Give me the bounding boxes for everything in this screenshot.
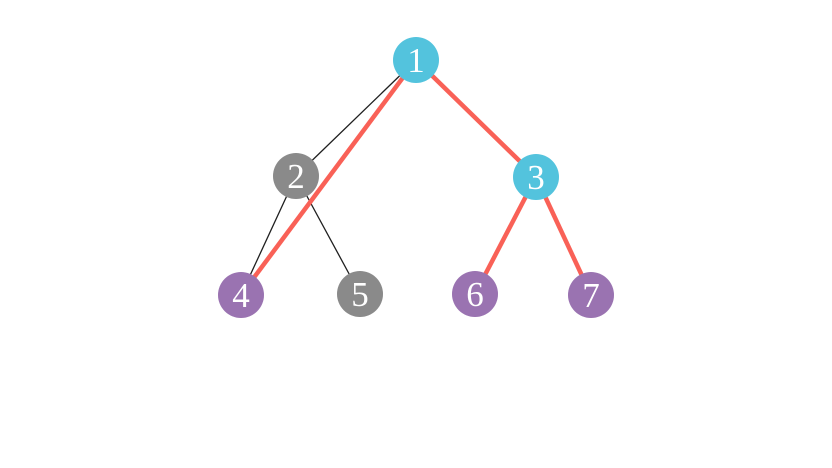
node-4-label: 4 [232, 276, 250, 315]
node-6-circle [452, 271, 498, 317]
edge-1-2 [295, 59, 417, 177]
edge-1-3-highlighted [414, 58, 538, 179]
node-1-circle [393, 37, 439, 83]
node-7-label: 7 [582, 276, 600, 315]
node-5: 5 [337, 271, 383, 317]
node-2-label: 2 [287, 157, 305, 196]
node-5-label: 5 [351, 275, 369, 314]
node-6: 6 [452, 271, 498, 317]
node-5-circle [337, 271, 383, 317]
node-3-circle [513, 154, 559, 200]
edge-1-4-highlighted [239, 58, 418, 297]
node-6-label: 6 [466, 275, 484, 314]
node-4-circle [218, 272, 264, 318]
node-3-label: 3 [527, 158, 545, 197]
node-1: 1 [393, 37, 439, 83]
node-1-label: 1 [407, 41, 425, 80]
node-3: 3 [513, 154, 559, 200]
node-4: 4 [218, 272, 264, 318]
node-7: 7 [568, 272, 614, 318]
node-2-circle [273, 153, 319, 199]
node-2: 2 [273, 153, 319, 199]
node-7-circle [568, 272, 614, 318]
